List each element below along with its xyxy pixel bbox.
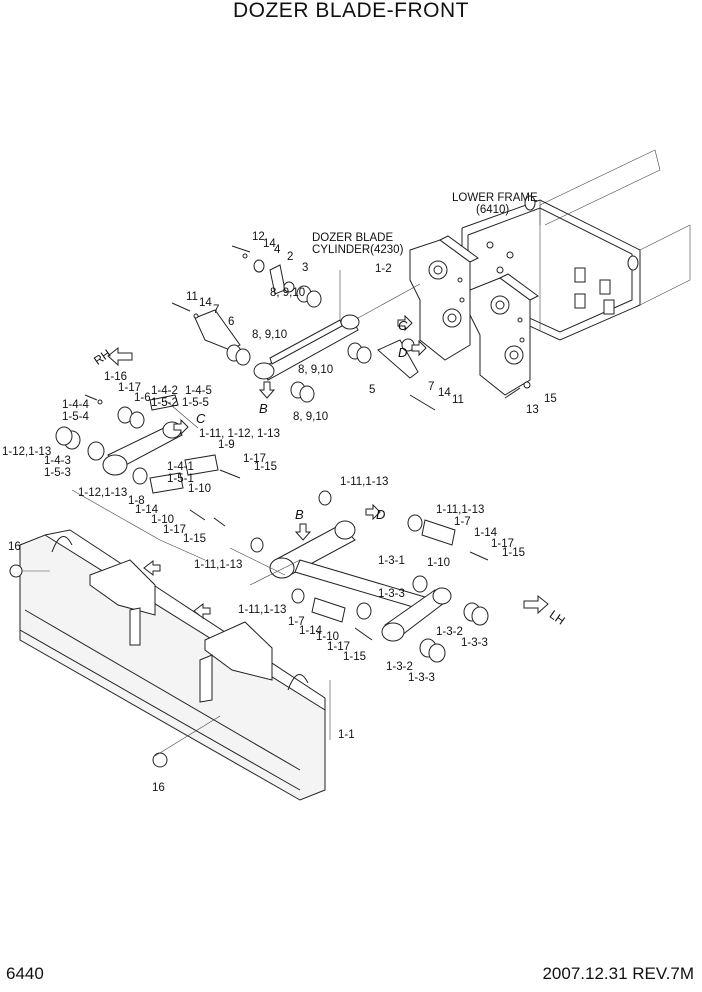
direction-arrows [107, 314, 549, 620]
callout: 1-4-5 [185, 385, 212, 397]
callout: 14 [199, 297, 212, 309]
callout: 1-4-1 [167, 461, 194, 473]
callout: 1-3-3 [461, 637, 488, 649]
lower-frame-ref: (6410) [476, 204, 509, 216]
callout: 1-5-1 [167, 473, 194, 485]
footer-date-revision: 2007.12.31 REV.7M [542, 964, 694, 983]
callout: C [398, 318, 408, 333]
callout: 1-17 [118, 382, 141, 394]
callout: 1-10 [427, 557, 450, 569]
cylinder-label-2: CYLINDER(4230) [312, 244, 404, 256]
callout: 1-3-3 [408, 672, 435, 684]
callout: 11 [452, 394, 464, 406]
callout: 1-12,1-13 [2, 446, 51, 458]
callout: 1-15 [502, 547, 525, 559]
callout: 1-11,1-13 [238, 604, 286, 616]
callout: 3 [302, 262, 308, 274]
callout: C [196, 411, 206, 426]
lh-label: LH [547, 607, 568, 627]
callout: 1-4-2 [151, 385, 178, 397]
callout: 1-5-5 [182, 397, 209, 409]
left-arm-drawing [55, 394, 241, 527]
callout: 1-5-4 [62, 411, 89, 423]
callout: 1-15 [343, 651, 366, 663]
page-number: 6440 [6, 964, 44, 983]
callout: 8, 9,10 [252, 329, 287, 341]
callout: 1-14 [135, 504, 159, 516]
callout: 1-16 [104, 371, 127, 383]
callout: 13 [526, 404, 539, 416]
callout: 1-11, 1-12, 1-13 [199, 428, 280, 440]
callout: 1-14 [474, 527, 498, 539]
callout: 4 [274, 244, 281, 256]
callout: 1-11,1-13 [194, 559, 242, 571]
callout: 7 [428, 381, 434, 393]
callout: 1-15 [254, 461, 277, 473]
callout: 1-8 [128, 495, 145, 507]
dozer-cylinder-drawing [253, 270, 421, 381]
callout: 1-10 [188, 483, 211, 495]
callout: 14 [438, 387, 451, 399]
callout: 1-17 [491, 538, 514, 550]
dozer-blade-drawing [9, 529, 326, 801]
callout: 1-10 [316, 631, 339, 643]
callout: 8, 9,10 [298, 364, 333, 376]
lower-frame-label: LOWER FRAME [452, 192, 538, 204]
callout: 8, 9,10 [293, 411, 328, 423]
callout: 1-3-1 [378, 555, 405, 567]
callout: 1-1 [338, 729, 355, 741]
callout: 1-14 [299, 625, 323, 637]
callout: 1-17 [243, 453, 266, 465]
callout: 8, 9,10 [270, 287, 305, 299]
callout: B [295, 507, 304, 522]
callout: 1-4-4 [62, 399, 89, 411]
callout: 1-4-3 [44, 455, 71, 467]
callout-labels: LOWER FRAME (6410) DOZER BLADE CYLINDER(… [2, 192, 567, 794]
callout: 7 [213, 304, 219, 316]
callout: 16 [8, 541, 21, 553]
page-title: DOZER BLADE-FRONT [232, 0, 469, 22]
callout: 15 [544, 393, 557, 405]
callout: 1-3-2 [386, 661, 413, 673]
callout: 1-2 [375, 263, 392, 275]
callout: 14 [263, 238, 276, 250]
callout: 11 [186, 291, 198, 303]
callout: 1-5-2 [151, 397, 178, 409]
callout: 1-3-3 [378, 588, 405, 600]
callout: 1-3-2 [436, 626, 463, 638]
callout: 1-15 [183, 533, 206, 545]
callout: 1-5-3 [44, 467, 71, 479]
callout: 6 [228, 316, 234, 328]
callout: 16 [152, 782, 165, 794]
callout: 1-17 [327, 641, 350, 653]
callout: 1-12,1-13 [78, 487, 127, 499]
callout: 12 [252, 231, 265, 243]
callout: B [259, 401, 268, 416]
callout: 1-7 [288, 616, 305, 628]
cylinder-pins-drawing [171, 245, 531, 411]
callout: 1-17 [163, 524, 186, 536]
callout: 1-10 [151, 514, 174, 526]
callout: D [376, 507, 385, 522]
callout: 1-11,1-13 [340, 476, 388, 488]
mounting-bracket-drawing [409, 235, 539, 396]
cylinder-label-1: DOZER BLADE [312, 232, 393, 244]
rh-label: RH [91, 346, 113, 367]
callout: 5 [369, 384, 375, 396]
callout: 2 [287, 251, 293, 263]
callout: D [398, 345, 407, 360]
callout: 1-11,1-13 [436, 504, 484, 516]
callout: 1-7 [454, 516, 471, 528]
leader-lines [71, 399, 331, 740]
callout: 1-9 [218, 439, 235, 451]
callout: 1-6 [134, 392, 151, 404]
